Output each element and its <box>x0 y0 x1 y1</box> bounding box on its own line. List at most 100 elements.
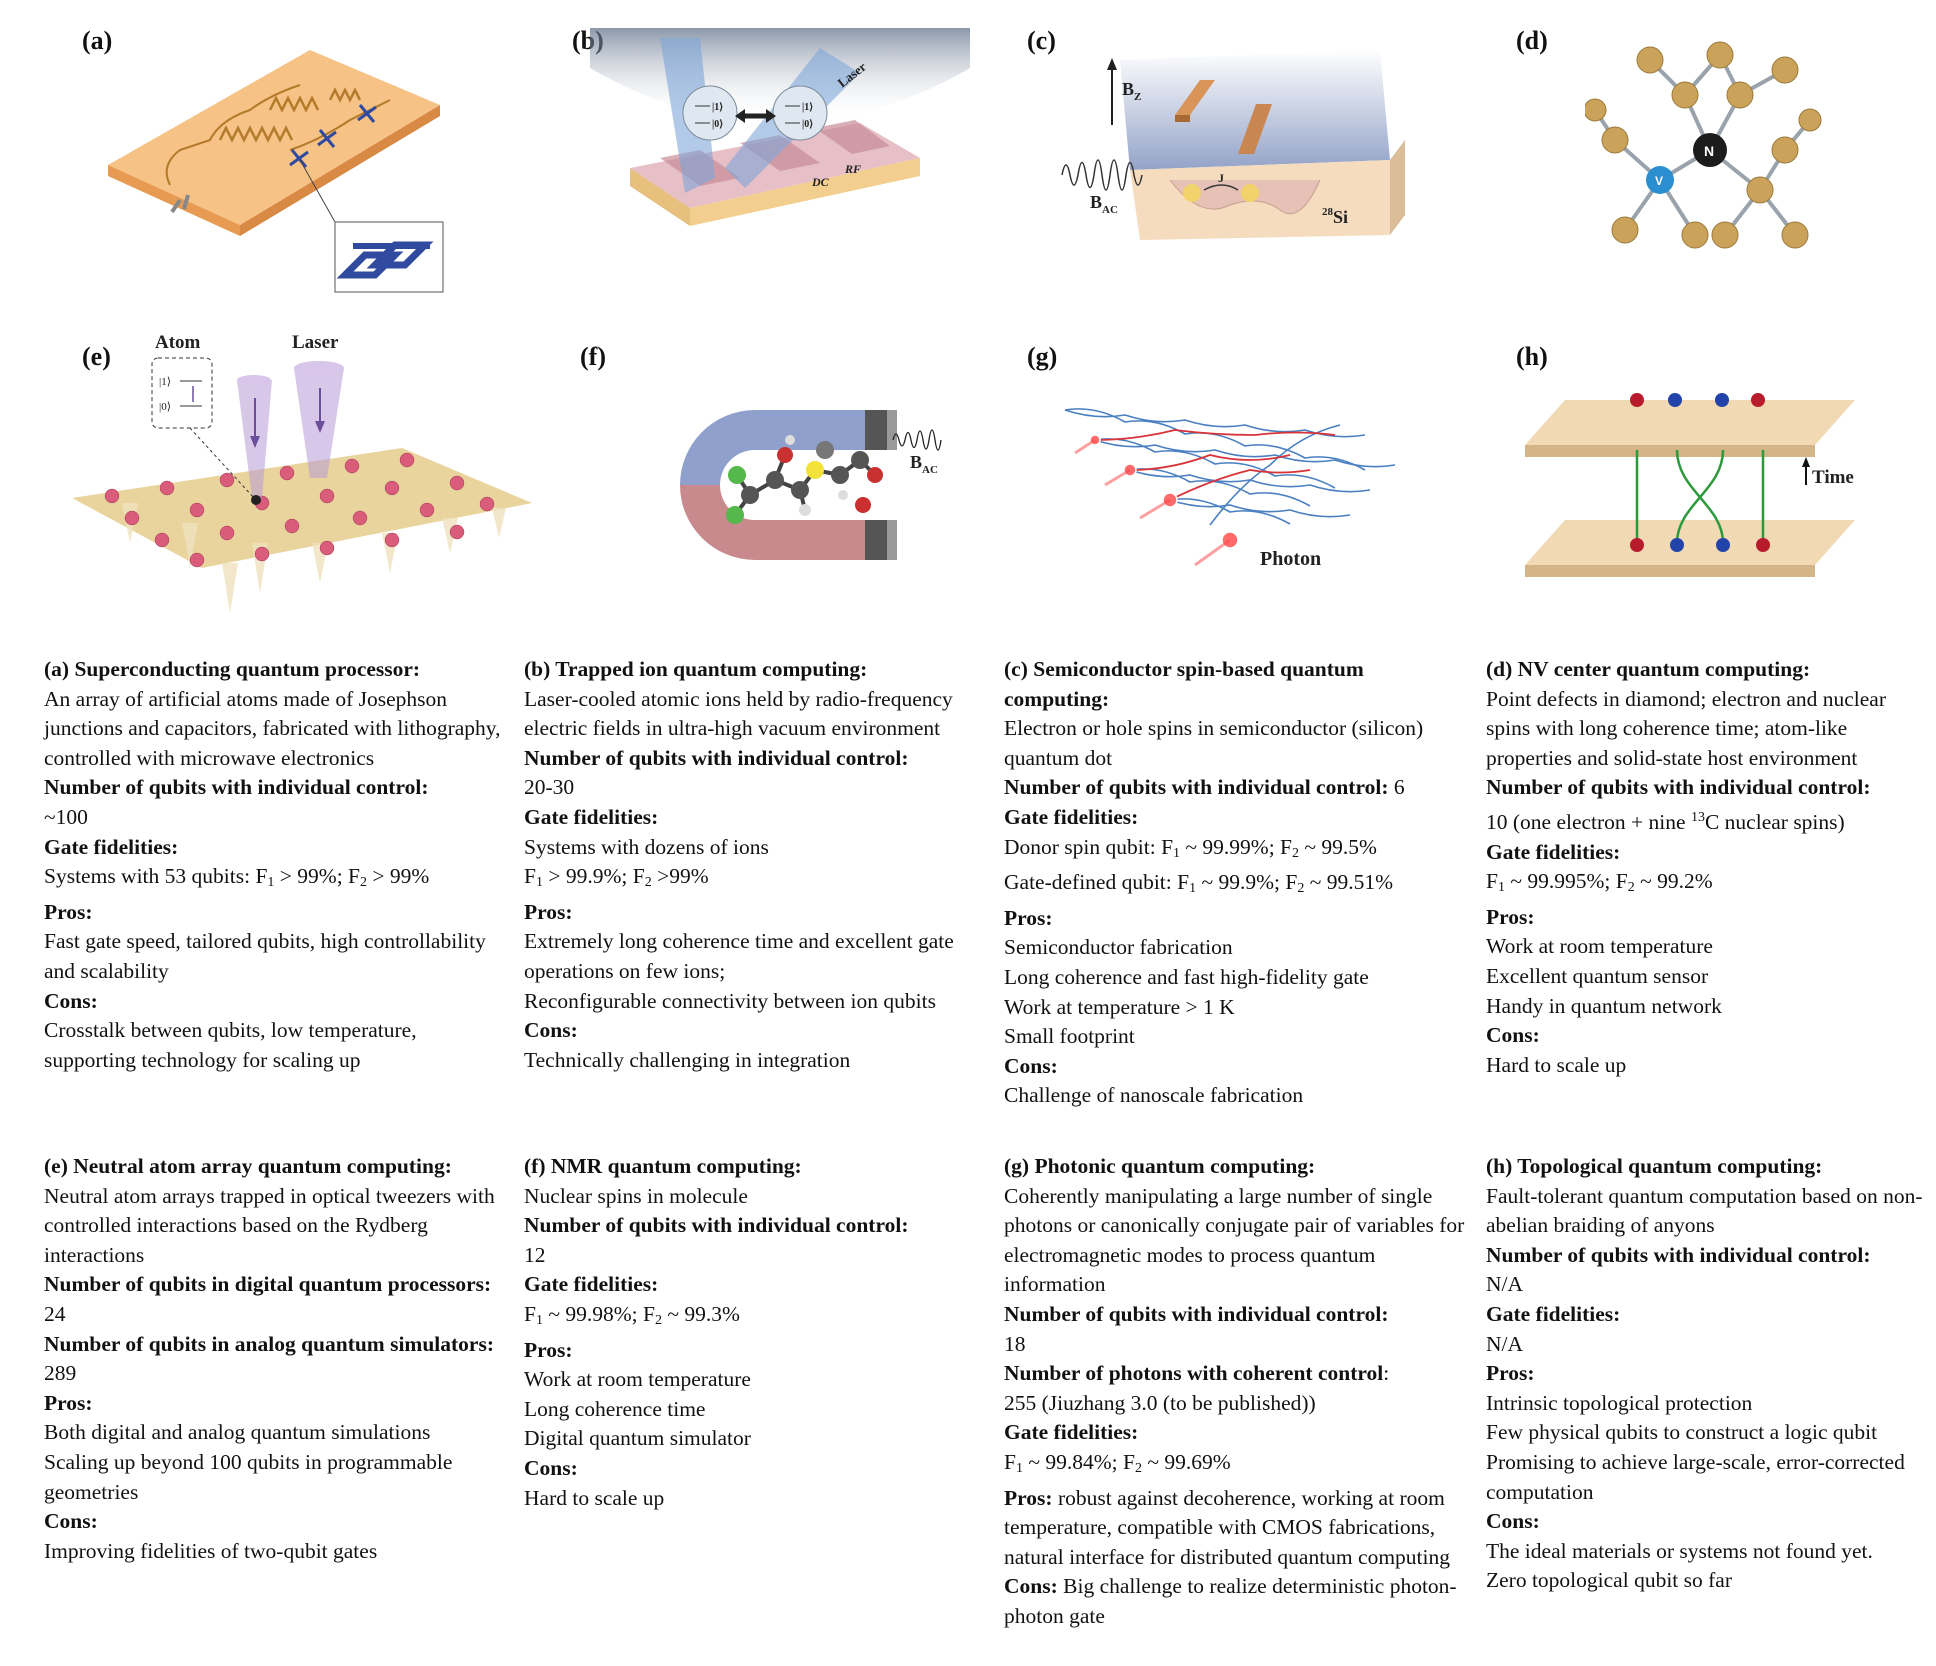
panel-label-h: (h) <box>1516 342 1548 371</box>
svg-text:|1⟩: |1⟩ <box>712 102 723 113</box>
desc-d-pros-1: Work at room temperature <box>1486 934 1713 959</box>
desc-d-pros-3: Handy in quantum network <box>1486 993 1722 1018</box>
desc-h-pros-1: Intrinsic topological protection <box>1486 1390 1753 1415</box>
nmr-magnet-molecule-illustration: BAC <box>680 410 942 560</box>
desc-d-qubits: 10 (one electron + nine 13C nuclear spin… <box>1486 809 1845 834</box>
panel-label-c: (c) <box>1027 26 1056 55</box>
desc-f-pros-2: Long coherence time <box>524 1396 706 1421</box>
desc-h-gate-head: Gate fidelities: <box>1486 1301 1621 1326</box>
desc-d-title: (d) NV center quantum computing: <box>1486 657 1811 681</box>
desc-h-gate: N/A <box>1486 1331 1524 1356</box>
description-b: (b) Trapped ion quantum computing: Laser… <box>524 655 969 1075</box>
desc-c-qubits: Number of qubits with individual control… <box>1004 775 1405 800</box>
desc-d-qubits-head: Number of qubits with individual control… <box>1486 775 1871 800</box>
desc-f-title: (f) NMR quantum computing: <box>524 1154 802 1178</box>
exchange-j-label: J <box>1218 171 1224 185</box>
desc-a-cons: Crosstalk between qubits, low temperatur… <box>44 1018 417 1072</box>
desc-h-cons-1: The ideal materials or systems not found… <box>1486 1538 1873 1563</box>
nitrogen-label: N <box>1704 143 1714 159</box>
description-a: (a) Superconducting quantum processor: A… <box>44 655 504 1075</box>
desc-g-pros: Pros: robust against decoherence, workin… <box>1004 1485 1450 1569</box>
desc-c-gate-head: Gate fidelities: <box>1004 804 1139 829</box>
desc-c-gate-2: Gate-defined qubit: F1 ~ 99.9%; F2 ~ 99.… <box>1004 870 1393 897</box>
desc-b-title: (b) Trapped ion quantum computing: <box>524 657 868 681</box>
si28-label: 28Si <box>1322 206 1348 227</box>
desc-e-cons-head: Cons: <box>44 1509 98 1534</box>
desc-a-title: (a) Superconducting quantum processor: <box>44 657 421 681</box>
neutral-atom-array-illustration: |1⟩ |0⟩ Atom Laser <box>72 332 532 613</box>
desc-d-gate: F1 ~ 99.995%; F2 ~ 99.2% <box>1486 869 1713 896</box>
photon-label: Photon <box>1260 548 1321 570</box>
panel-label-g: (g) <box>1027 342 1058 371</box>
panel-label-d: (d) <box>1516 26 1548 55</box>
desc-e-pros-head: Pros: <box>44 1390 93 1415</box>
bz-label: BZ <box>1122 79 1141 103</box>
svg-text:|1⟩: |1⟩ <box>159 376 171 388</box>
bac-label: BAC <box>1090 192 1118 216</box>
desc-a-body: An array of artificial atoms made of Jos… <box>44 686 501 770</box>
desc-a-qubits: ~100 <box>44 804 88 829</box>
svg-text:|1⟩: |1⟩ <box>802 102 813 113</box>
desc-d-gate-head: Gate fidelities: <box>1486 839 1621 864</box>
desc-g-gate: F1 ~ 99.84%; F2 ~ 99.69% <box>1004 1449 1231 1476</box>
desc-a-cons-head: Cons: <box>44 988 98 1013</box>
desc-e-pros-2: Scaling up beyond 100 qubits in programm… <box>44 1449 453 1504</box>
atom-sites <box>104 452 495 568</box>
svg-text:|0⟩: |0⟩ <box>159 401 171 413</box>
panel-label-f: (f) <box>580 342 606 371</box>
desc-d-pros-2: Excellent quantum sensor <box>1486 963 1709 988</box>
desc-a-qubits-head: Number of qubits with individual control… <box>44 775 429 800</box>
ion-left: |1⟩ |0⟩ <box>682 85 738 141</box>
svg-text:|0⟩: |0⟩ <box>802 119 813 130</box>
desc-f-pros-head: Pros: <box>524 1337 573 1362</box>
panel-label-a: (a) <box>82 26 113 55</box>
desc-g-body: Coherently manipulating a large number o… <box>1004 1183 1465 1297</box>
desc-h-body: Fault-tolerant quantum computation based… <box>1486 1183 1923 1238</box>
nv-center-lattice-illustration: N V <box>1585 41 1822 249</box>
topological-braiding-illustration: Time <box>1525 393 1855 577</box>
desc-f-body: Nuclear spins in molecule <box>524 1183 748 1208</box>
desc-e-pros-1: Both digital and analog quantum simulati… <box>44 1420 431 1445</box>
desc-b-gate-head: Gate fidelities: <box>524 804 659 829</box>
desc-f-cons: Hard to scale up <box>524 1485 665 1510</box>
description-c: (c) Semiconductor spin-based quantum com… <box>1004 655 1469 1111</box>
desc-b-qubits-head: Number of qubits with individual control… <box>524 745 909 770</box>
desc-g-cons: Cons: Big challenge to realize determini… <box>1004 1574 1457 1628</box>
desc-e-title: (e) Neutral atom array quantum computing… <box>44 1154 452 1178</box>
desc-f-pros-1: Work at room temperature <box>524 1367 751 1392</box>
desc-d-pros-head: Pros: <box>1486 904 1535 929</box>
desc-a-pros: Fast gate speed, tailored qubits, high c… <box>44 929 486 983</box>
superconducting-chip-illustration <box>108 50 444 293</box>
desc-g-qubits-head: Number of qubits with individual control… <box>1004 1301 1389 1326</box>
description-f: (f) NMR quantum computing: Nuclear spins… <box>524 1152 969 1513</box>
desc-h-cons-2: Zero topological qubit so far <box>1486 1568 1732 1593</box>
desc-c-cons-head: Cons: <box>1004 1053 1058 1078</box>
desc-b-pros-head: Pros: <box>524 899 573 924</box>
desc-h-cons-head: Cons: <box>1486 1509 1540 1534</box>
photonic-network-illustration: Photon <box>1064 408 1396 570</box>
description-d: (d) NV center quantum computing: Point d… <box>1486 655 1931 1080</box>
desc-a-gate: Systems with 53 qubits: F1 > 99%; F2 > 9… <box>44 864 430 891</box>
desc-g-photons-head: Number of photons with coherent control: <box>1004 1361 1390 1386</box>
desc-c-cons: Challenge of nanoscale fabrication <box>1004 1083 1304 1108</box>
desc-h-pros-head: Pros: <box>1486 1361 1535 1386</box>
desc-f-gate-head: Gate fidelities: <box>524 1272 659 1297</box>
desc-d-body: Point defects in diamond; electron and n… <box>1486 686 1887 770</box>
desc-f-gate: F1 ~ 99.98%; F2 ~ 99.3% <box>524 1301 740 1328</box>
time-label: Time <box>1812 467 1854 488</box>
desc-g-title: (g) Photonic quantum computing: <box>1004 1154 1316 1178</box>
description-e: (e) Neutral atom array quantum computing… <box>44 1152 499 1566</box>
desc-b-cons: Technically challenging in integration <box>524 1047 851 1072</box>
desc-d-cons-head: Cons: <box>1486 1023 1540 1048</box>
desc-h-pros-2: Few physical qubits to construct a logic… <box>1486 1420 1878 1445</box>
desc-g-qubits: 18 <box>1004 1331 1026 1356</box>
ion-right: |1⟩ |0⟩ <box>772 85 828 141</box>
svg-text:|0⟩: |0⟩ <box>712 119 723 130</box>
desc-f-qubits: 12 <box>524 1242 546 1267</box>
desc-b-pros-1: Extremely long coherence time and excell… <box>524 929 954 983</box>
dc-label: DC <box>811 175 830 189</box>
desc-b-body: Laser-cooled atomic ions held by radio-f… <box>524 686 953 741</box>
desc-c-gate-1: Donor spin qubit: F1 ~ 99.99%; F2 ~ 99.5… <box>1004 834 1377 861</box>
vacancy-label: V <box>1655 174 1663 188</box>
description-h: (h) Topological quantum computing: Fault… <box>1486 1152 1931 1596</box>
